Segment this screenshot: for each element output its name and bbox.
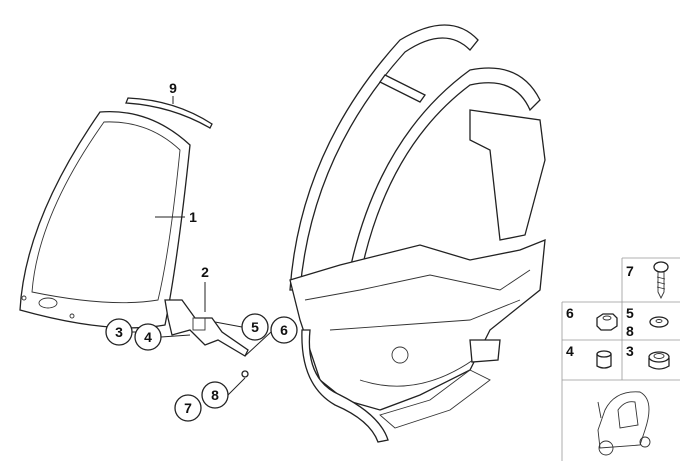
svg-text:6: 6 (280, 322, 288, 338)
svg-text:4: 4 (566, 343, 574, 359)
callout-circle-7[interactable]: 7 (174, 394, 202, 422)
svg-text:3: 3 (115, 324, 123, 340)
callout-9: 9 (169, 80, 177, 96)
callout-1: 1 (189, 209, 197, 225)
svg-text:3: 3 (626, 343, 634, 359)
legend-cell-6[interactable]: 6 (566, 305, 618, 331)
svg-text:5: 5 (251, 319, 259, 335)
vehicle-thumbnail (597, 391, 651, 456)
callout-circle-6[interactable]: 6 (270, 316, 298, 344)
windshield-trim-strip[interactable] (125, 97, 213, 129)
svg-text:4: 4 (144, 329, 152, 345)
legend-cell-7[interactable]: 7 (626, 261, 669, 300)
callout-2: 2 (201, 264, 209, 280)
windshield[interactable] (19, 110, 191, 329)
svg-text:7: 7 (184, 400, 192, 416)
legend-cell-5-8[interactable]: 5 8 (626, 305, 669, 339)
legend-cell-4[interactable]: 4 (566, 343, 612, 369)
svg-text:5: 5 (626, 305, 634, 321)
callout-circle-4[interactable]: 4 (134, 323, 162, 351)
svg-text:8: 8 (211, 387, 219, 403)
svg-text:6: 6 (566, 305, 574, 321)
parts-legend-grid (561, 257, 680, 461)
callout-circle-8[interactable]: 8 (201, 381, 229, 409)
svg-text:8: 8 (626, 323, 634, 339)
bracket[interactable] (164, 299, 249, 378)
legend-cell-3[interactable]: 3 (626, 343, 670, 370)
callout-circle-5[interactable]: 5 (241, 313, 269, 341)
frame-roll-cage[interactable] (289, 24, 546, 443)
callout-circle-3[interactable]: 3 (105, 318, 133, 346)
svg-text:7: 7 (626, 263, 634, 279)
